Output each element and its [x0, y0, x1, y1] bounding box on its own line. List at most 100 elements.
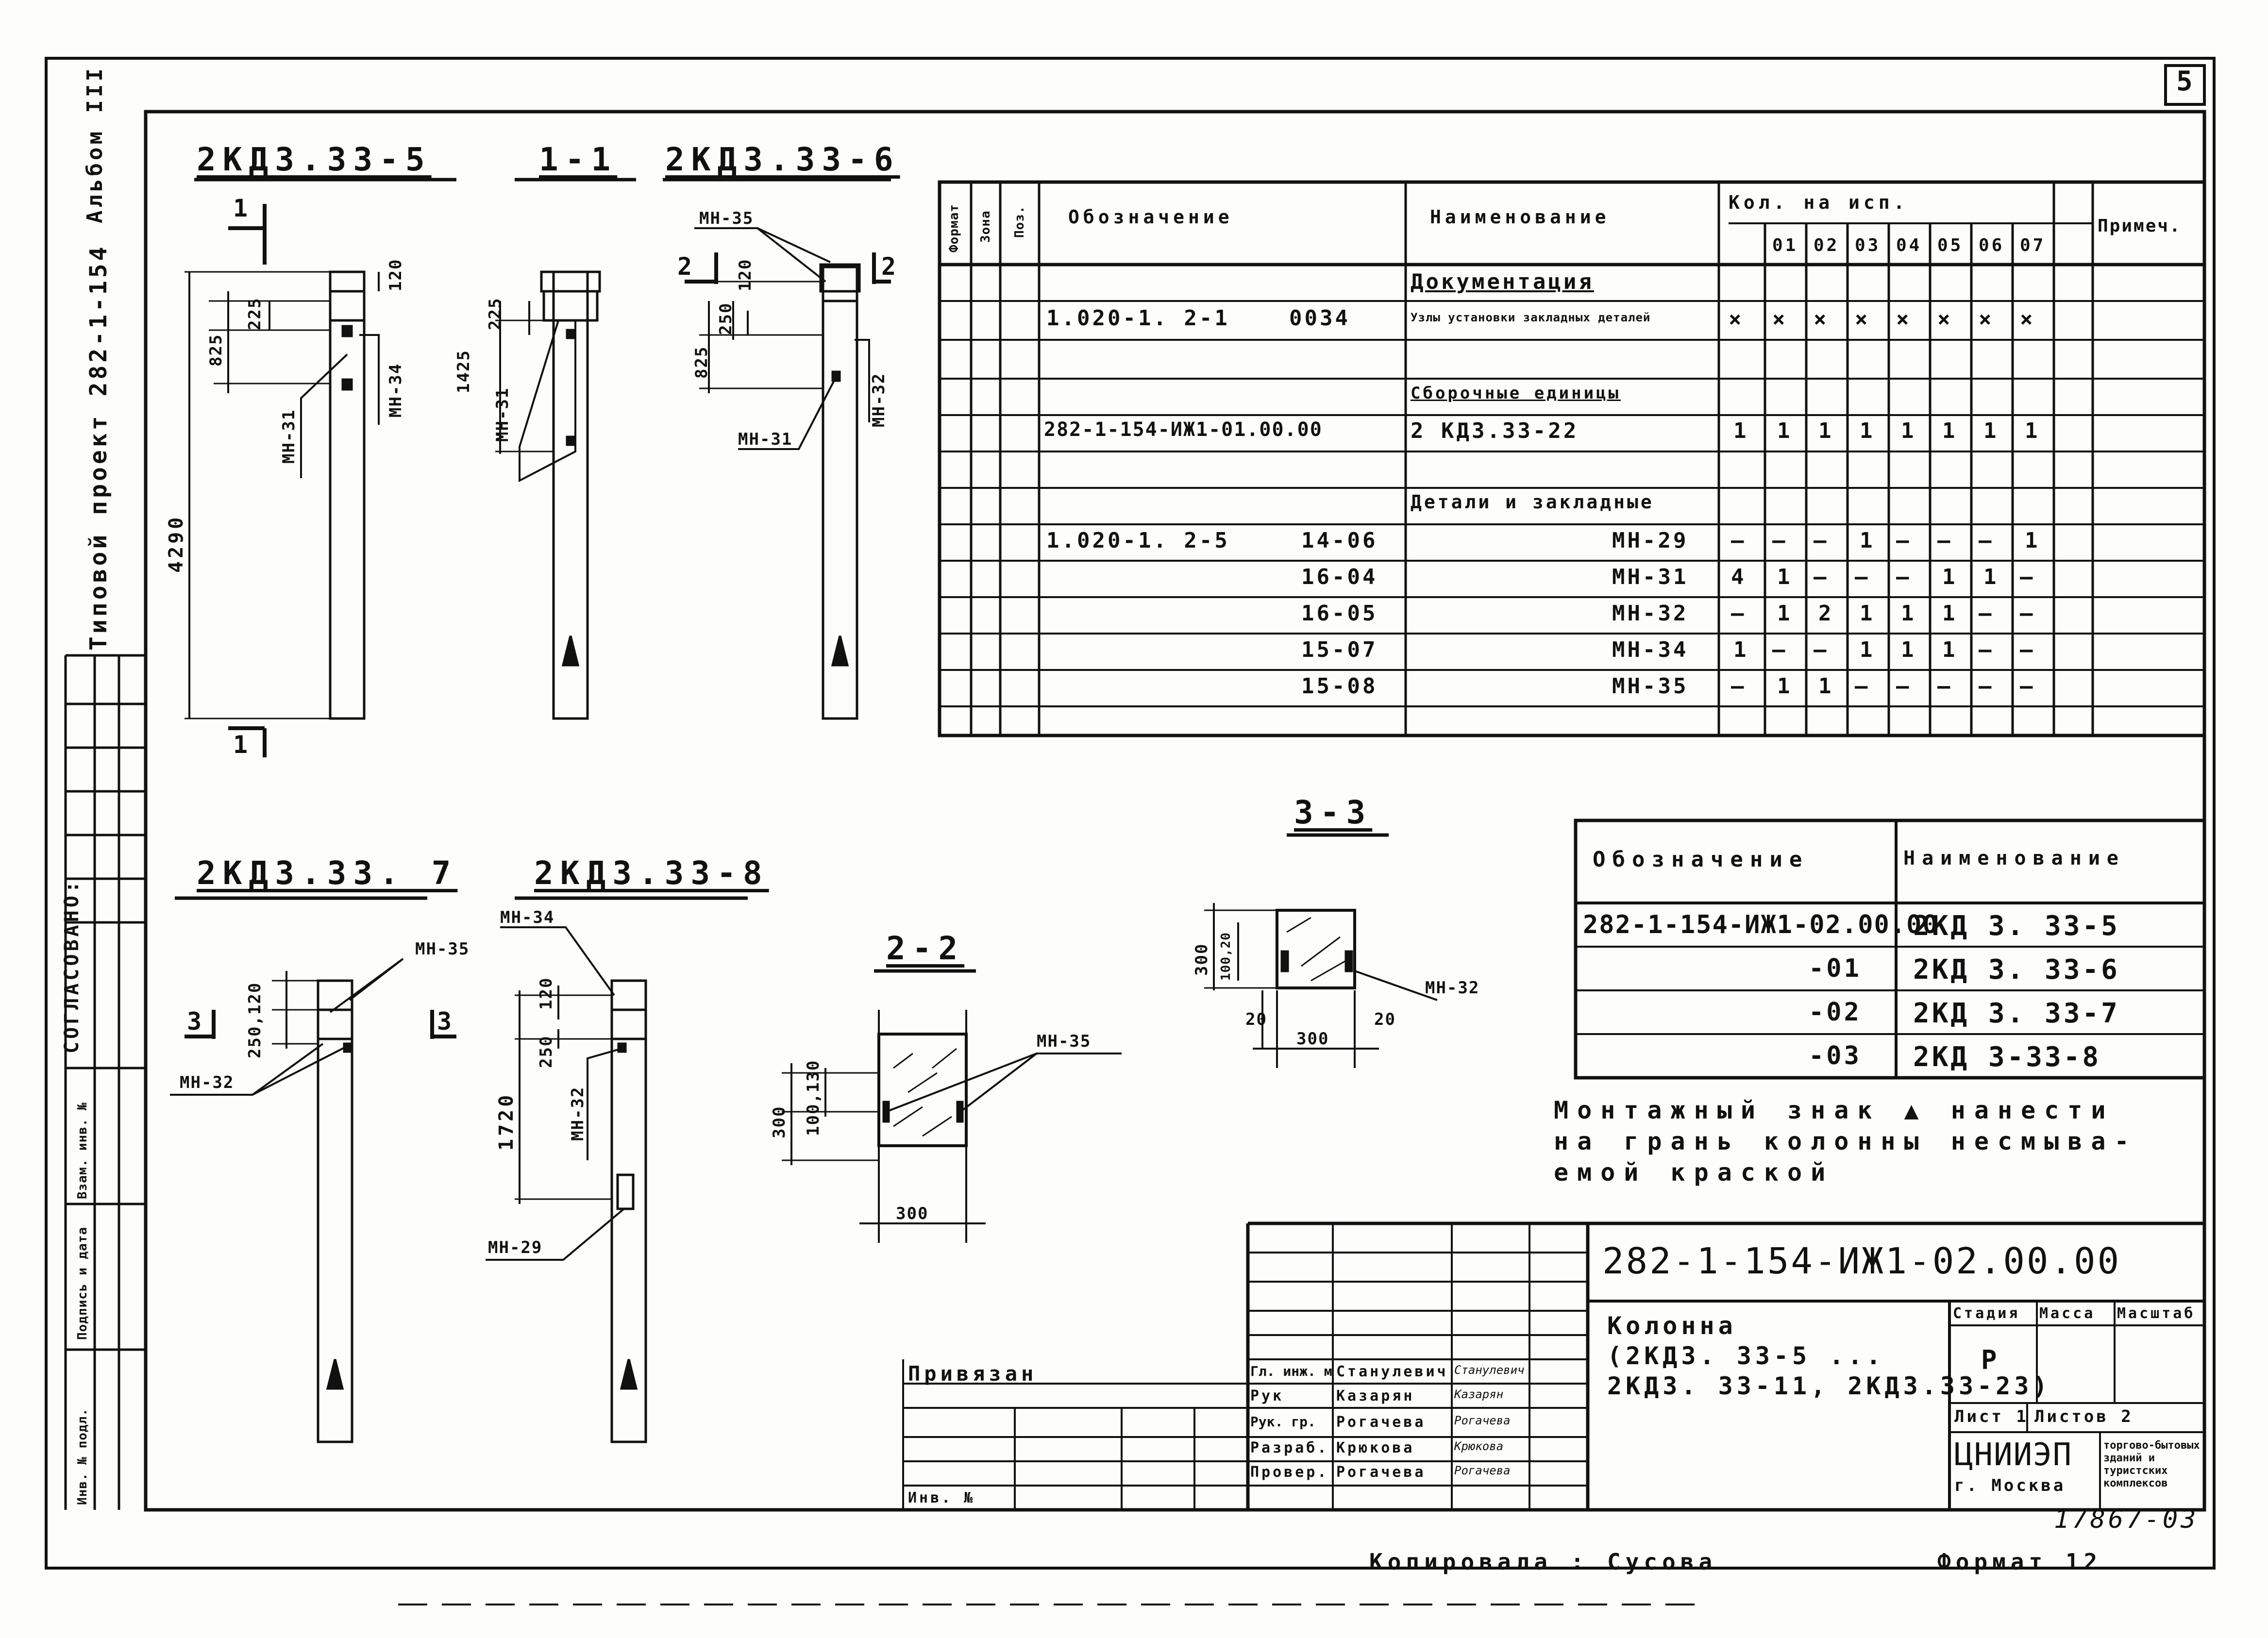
part-qty: — [1896, 674, 1912, 699]
row1-qty-6: × [1979, 307, 1994, 332]
part-qty: — [1855, 565, 1870, 589]
variant-02: 02 [1814, 235, 1840, 255]
row1-qty-3: × [1855, 307, 1870, 332]
part-num: 15-07 [1301, 637, 1378, 662]
scale-header: Масштаб [2117, 1305, 2196, 1322]
section-mark-1-top: 1 [233, 194, 251, 222]
row1-qty-4: × [1896, 307, 1912, 332]
part-qty: — [1896, 565, 1912, 589]
part-qty: 1 [1777, 674, 1793, 699]
dim-250: 250 [716, 302, 736, 335]
part-name: МН-35 [1612, 674, 1689, 699]
signer-name: Рогачева [1336, 1464, 1426, 1481]
stage-value: Р [1981, 1345, 1999, 1375]
spec-col-name: Наименование [1430, 206, 1610, 228]
section-parts: Детали и закладные [1411, 491, 1654, 513]
spec-col-pos: Поз. [1012, 205, 1027, 238]
variant-04: 04 [1896, 235, 1922, 255]
variant-06: 06 [1979, 235, 2005, 255]
part-qty: 1 [1901, 637, 1916, 662]
row2-qty-3: 1 [1860, 418, 1875, 443]
section-documentation: Документация [1411, 269, 1594, 294]
mark-mn32: МН-32 [1425, 978, 1480, 998]
section-assembly-units: Сборочные единицы [1411, 384, 1621, 403]
agreed-label: СОГЛАСОВАНО: [61, 878, 83, 1053]
row2-qty-2: 1 [1818, 418, 1834, 443]
stamp-signature-date: Подпись и дата [75, 1226, 90, 1340]
part-qty: 4 [1731, 565, 1747, 589]
dim-250-120: 250,120 [245, 982, 265, 1058]
spec-col-format: Формат [947, 204, 961, 252]
variant-code: -02 [1809, 998, 1862, 1027]
role-group-head: Рук. гр. [1250, 1414, 1316, 1430]
parts-code: 1.020-1. 2-5 [1046, 528, 1230, 553]
dim-20: 20 [1245, 1010, 1267, 1029]
mounting-note: Монтажный знак ▲ нанести на грань колонн… [1554, 1096, 2138, 1187]
part-qty: — [1979, 528, 1994, 553]
row1-qty-7: × [2020, 307, 2035, 332]
doc-code: 282-1-154-ИЖ1-02.00.00 [1602, 1240, 2121, 1282]
variant-03: 03 [1855, 235, 1881, 255]
part-num: 16-05 [1301, 601, 1378, 626]
mark-mn31: МН-31 [493, 387, 512, 442]
stage-header: Стадия [1953, 1305, 2020, 1322]
album-label: Альбом III [83, 66, 107, 223]
part-qty: — [1937, 528, 1953, 553]
variant-name: 2КД 3. 33-7 [1913, 998, 2120, 1029]
mark-mn31: МН-31 [738, 430, 793, 449]
dim-225: 225 [245, 297, 265, 330]
part-qty: 1 [1942, 565, 1958, 589]
part-qty: — [2020, 601, 2035, 626]
variant-05: 05 [1937, 235, 1964, 255]
variant-name: 2КД 3. 33-5 [1913, 910, 2120, 942]
part-qty: — [1731, 601, 1747, 626]
part-qty: — [1772, 637, 1788, 662]
part-qty: — [1772, 528, 1788, 553]
inv-label: Инв. № [908, 1489, 975, 1506]
mark-mn35: МН-35 [1037, 1032, 1092, 1051]
signature: Станулевич [1454, 1363, 1525, 1377]
dim-825: 825 [692, 346, 711, 379]
part-qty: — [2020, 674, 2035, 699]
mark-mn32: МН-32 [869, 372, 889, 427]
part-qty: 1 [1942, 601, 1958, 626]
part-name: МН-29 [1612, 528, 1689, 553]
part-num: 16-04 [1301, 565, 1378, 589]
part-name: МН-32 [1612, 601, 1689, 626]
mark-mn32: МН-32 [568, 1086, 588, 1141]
signer-name: Станулевич [1336, 1363, 1448, 1380]
mark-mn32: МН-32 [180, 1073, 235, 1092]
dim-300: 300 [1296, 1029, 1329, 1049]
part-qty: 1 [1818, 674, 1834, 699]
dim-120: 120 [537, 977, 556, 1010]
dim-100-130: 100,130 [804, 1059, 823, 1136]
part-qty: 1 [1860, 528, 1875, 553]
row1-qty-1: × [1772, 307, 1788, 332]
row1-name: Узлы установки закладных деталей [1411, 311, 1651, 324]
part-qty: 1 [2025, 528, 2040, 553]
row2-qty-4: 1 [1901, 418, 1916, 443]
part-qty: 2 [1818, 601, 1834, 626]
row1-code: 1.020-1. 2-1 [1046, 306, 1230, 331]
variants-col-name: Наименование [1903, 847, 2125, 869]
row1-qty-2: × [1814, 307, 1829, 332]
stamp-replaced-inv: Взам. инв. № [75, 1102, 90, 1199]
variants-col-designation: Обозначение [1593, 847, 1809, 872]
part-qty: 1 [1733, 637, 1749, 662]
part-num: 15-08 [1301, 674, 1378, 699]
section-title-2-2: 2-2 [886, 930, 965, 967]
section-mark-3-left: 3 [187, 1007, 205, 1036]
signer-name: Крюкова [1336, 1439, 1415, 1456]
dim-120: 120 [386, 258, 405, 291]
part-qty: — [1979, 601, 1994, 626]
dim-250: 250 [537, 1035, 556, 1068]
spec-col-designation: Обозначение [1068, 206, 1233, 228]
sheets-count: Листов 2 [2034, 1407, 2134, 1426]
variant-name: 2КД 3-33-8 [1913, 1041, 2101, 1073]
part-qty: — [1896, 528, 1912, 553]
org-name: ЦНИИЭП [1954, 1437, 2073, 1473]
bound-label: Привязан [908, 1362, 1038, 1386]
section-mark-3-right: 3 [437, 1007, 455, 1036]
mass-header: Масса [2039, 1305, 2096, 1322]
